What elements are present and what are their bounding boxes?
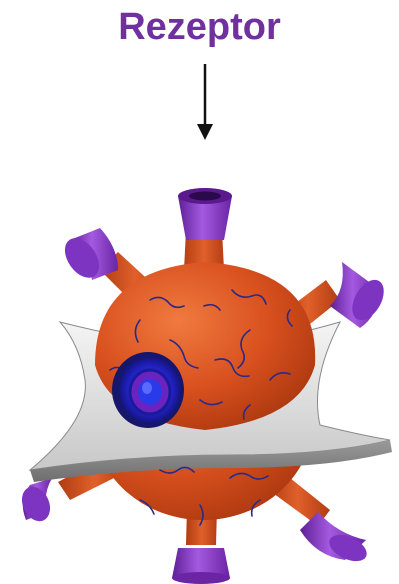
receptor-highlight xyxy=(112,352,184,428)
arrow-down-icon xyxy=(197,64,213,140)
